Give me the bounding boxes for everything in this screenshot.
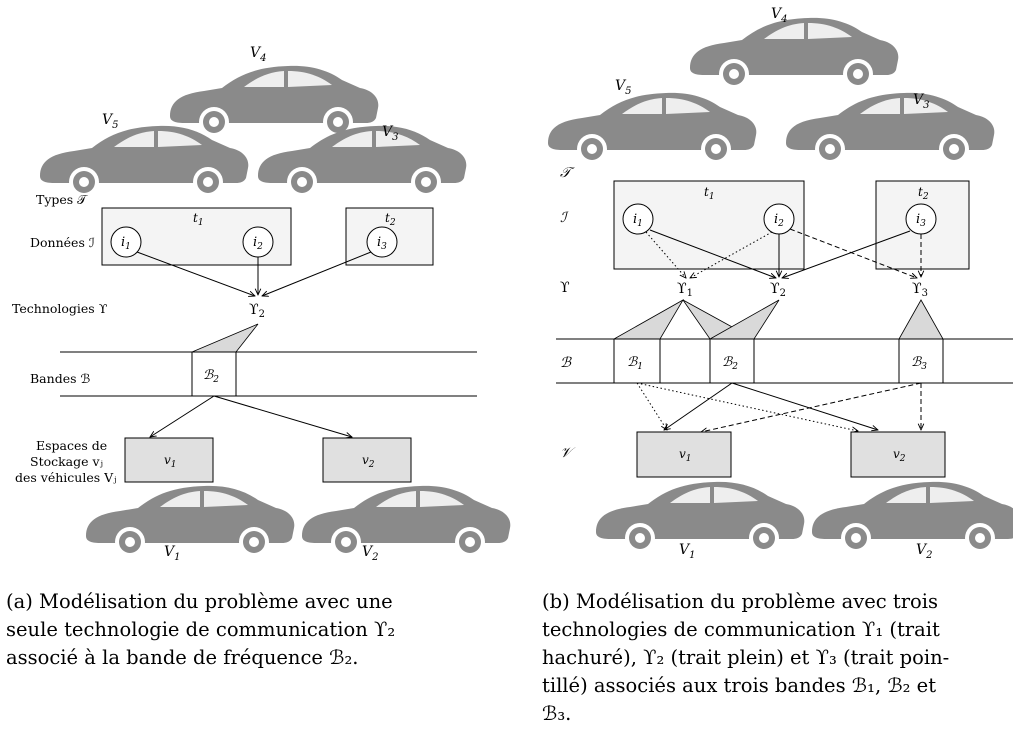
arrow-b3-v1 <box>701 382 922 432</box>
label-b2-b: ℬ2 <box>722 355 738 372</box>
label-v3: V3 <box>382 124 399 143</box>
band-box-b2-b <box>709 338 755 384</box>
arrow-b2-v1 <box>150 395 215 437</box>
row-label-bandes: Bandes ℬ <box>30 371 90 386</box>
car-v1-icon <box>86 485 295 557</box>
label-v2: V2 <box>362 544 379 560</box>
label-t2-b: t2 <box>918 185 929 202</box>
caption-a-line: (a) Modélisation du problème avec une <box>6 590 393 613</box>
label-v1: V1 <box>164 544 181 560</box>
row-label-espaces-1: Espaces de <box>36 438 107 453</box>
label-i2-b: i2 <box>774 212 784 229</box>
caption-b-line: (b) Modélisation du problème avec trois <box>542 590 939 613</box>
arrow-i3-tech <box>262 251 372 296</box>
caption-b-line: technologies de communication ϒ₁ (trait <box>542 618 940 641</box>
caption-a-line: associé à la bande de fréquence ℬ₂. <box>6 646 359 669</box>
car-v3-icon <box>258 125 467 197</box>
tech-upsilon3: ϒ3 <box>912 281 928 299</box>
tech-upsilon2-b: ϒ2 <box>770 281 786 299</box>
label-v3-b: V3 <box>913 92 930 111</box>
arrow-b1-v1 <box>636 382 667 430</box>
row-label-types-b: 𝒯 <box>560 165 575 181</box>
caption-a-line: seule technologie de communication ϒ₂ <box>6 618 396 641</box>
figure-canvas: V4 V5 V3 Types 𝒯 Données ℐ Technologies … <box>12 6 1013 560</box>
car-v5-icon-b <box>548 92 757 164</box>
label-i2: i2 <box>253 235 263 252</box>
label-i3: i3 <box>377 235 387 252</box>
data-node-i3 <box>366 226 398 258</box>
arrow-b2-v2-b <box>731 382 878 430</box>
row-label-donnees-b: ℐ <box>560 210 569 226</box>
label-t2: t2 <box>385 211 396 228</box>
label-v5-b: V5 <box>615 78 632 97</box>
car-v1-icon-b <box>596 481 805 553</box>
storage-box-v1-b <box>636 431 732 478</box>
label-v1-b: V1 <box>679 542 696 560</box>
row-label-espaces-2: Stockage vⱼ <box>30 454 103 469</box>
arrow-i1-tech <box>136 251 255 296</box>
label-i1-b: i1 <box>633 212 643 229</box>
label-v2-storage-b: v2 <box>893 447 906 464</box>
storage-box-v2-b <box>850 431 946 478</box>
arrow-i2-t3 <box>789 228 917 278</box>
band-box-b3 <box>898 338 944 384</box>
row-label-types: Types 𝒯 <box>36 192 89 207</box>
caption-a: (a) Modélisation du problème avec une se… <box>6 588 395 672</box>
band-box-b2 <box>191 351 237 397</box>
caption-b-line: ℬ₃. <box>542 702 572 725</box>
label-v5: V5 <box>102 112 119 131</box>
label-b1: ℬ1 <box>627 355 643 372</box>
caption-b-line: hachuré), ϒ₂ (trait plein) et ϒ₃ (trait … <box>542 646 950 669</box>
row-label-tech-b: ϒ <box>560 280 570 296</box>
row-label-storage-b: 𝒱 <box>560 445 576 461</box>
cone-b3-t3 <box>898 299 944 340</box>
row-label-donnees: Données ℐ <box>30 235 95 250</box>
label-v1-storage: v1 <box>164 453 177 470</box>
label-t1: t1 <box>193 211 204 228</box>
panel-b: V4 V5 V3 𝒯 ℐ ϒ ℬ 𝒱 t1 t2 i1 i2 i3 ϒ1 ϒ2 … <box>548 6 1013 560</box>
label-i1: i1 <box>121 235 131 252</box>
cone-b2-t2 <box>708 299 780 340</box>
car-v2-icon <box>302 485 511 557</box>
car-v4-icon <box>170 65 379 137</box>
label-t1-b: t1 <box>704 185 715 202</box>
tech-upsilon1: ϒ1 <box>677 281 693 299</box>
label-b2: ℬ2 <box>203 368 219 385</box>
label-v2-b: V2 <box>916 542 933 560</box>
car-v3-icon-b <box>786 92 995 164</box>
storage-box-v1 <box>124 437 214 483</box>
label-v1-storage-b: v1 <box>679 447 692 464</box>
label-v4: V4 <box>250 45 267 64</box>
band-box-b1 <box>613 338 661 384</box>
row-label-espaces-3: des véhicules Vⱼ <box>15 470 116 485</box>
arrow-i1-t2 <box>649 229 776 278</box>
tech-upsilon2: ϒ2 <box>249 302 265 320</box>
band-cone <box>191 323 259 353</box>
row-label-technologies: Technologies ϒ <box>12 301 108 316</box>
cone-b1-t1 <box>612 298 685 340</box>
caption-b: (b) Modélisation du problème avec trois … <box>542 588 1013 728</box>
storage-box-v2 <box>322 437 412 483</box>
arrow-b2-v2 <box>213 395 352 437</box>
car-v4-icon-b <box>690 17 899 89</box>
label-b3: ℬ3 <box>911 355 927 372</box>
label-v4-b: V4 <box>771 6 788 25</box>
data-node-i1 <box>110 226 142 258</box>
data-node-i1-b <box>622 203 654 235</box>
row-label-bandes-b: ℬ <box>560 355 572 371</box>
panel-a: V4 V5 V3 Types 𝒯 Données ℐ Technologies … <box>12 45 511 560</box>
label-v2-storage: v2 <box>362 453 375 470</box>
car-v2-icon-b <box>812 481 1013 553</box>
arrow-b1-v2 <box>636 382 858 431</box>
arrow-b2-v1-b <box>664 382 733 430</box>
caption-b-line: tillé) associés aux trois bandes ℬ₁, ℬ₂ … <box>542 674 937 697</box>
arrow-i3-t2 <box>782 230 911 278</box>
label-i3-b: i3 <box>916 212 926 229</box>
